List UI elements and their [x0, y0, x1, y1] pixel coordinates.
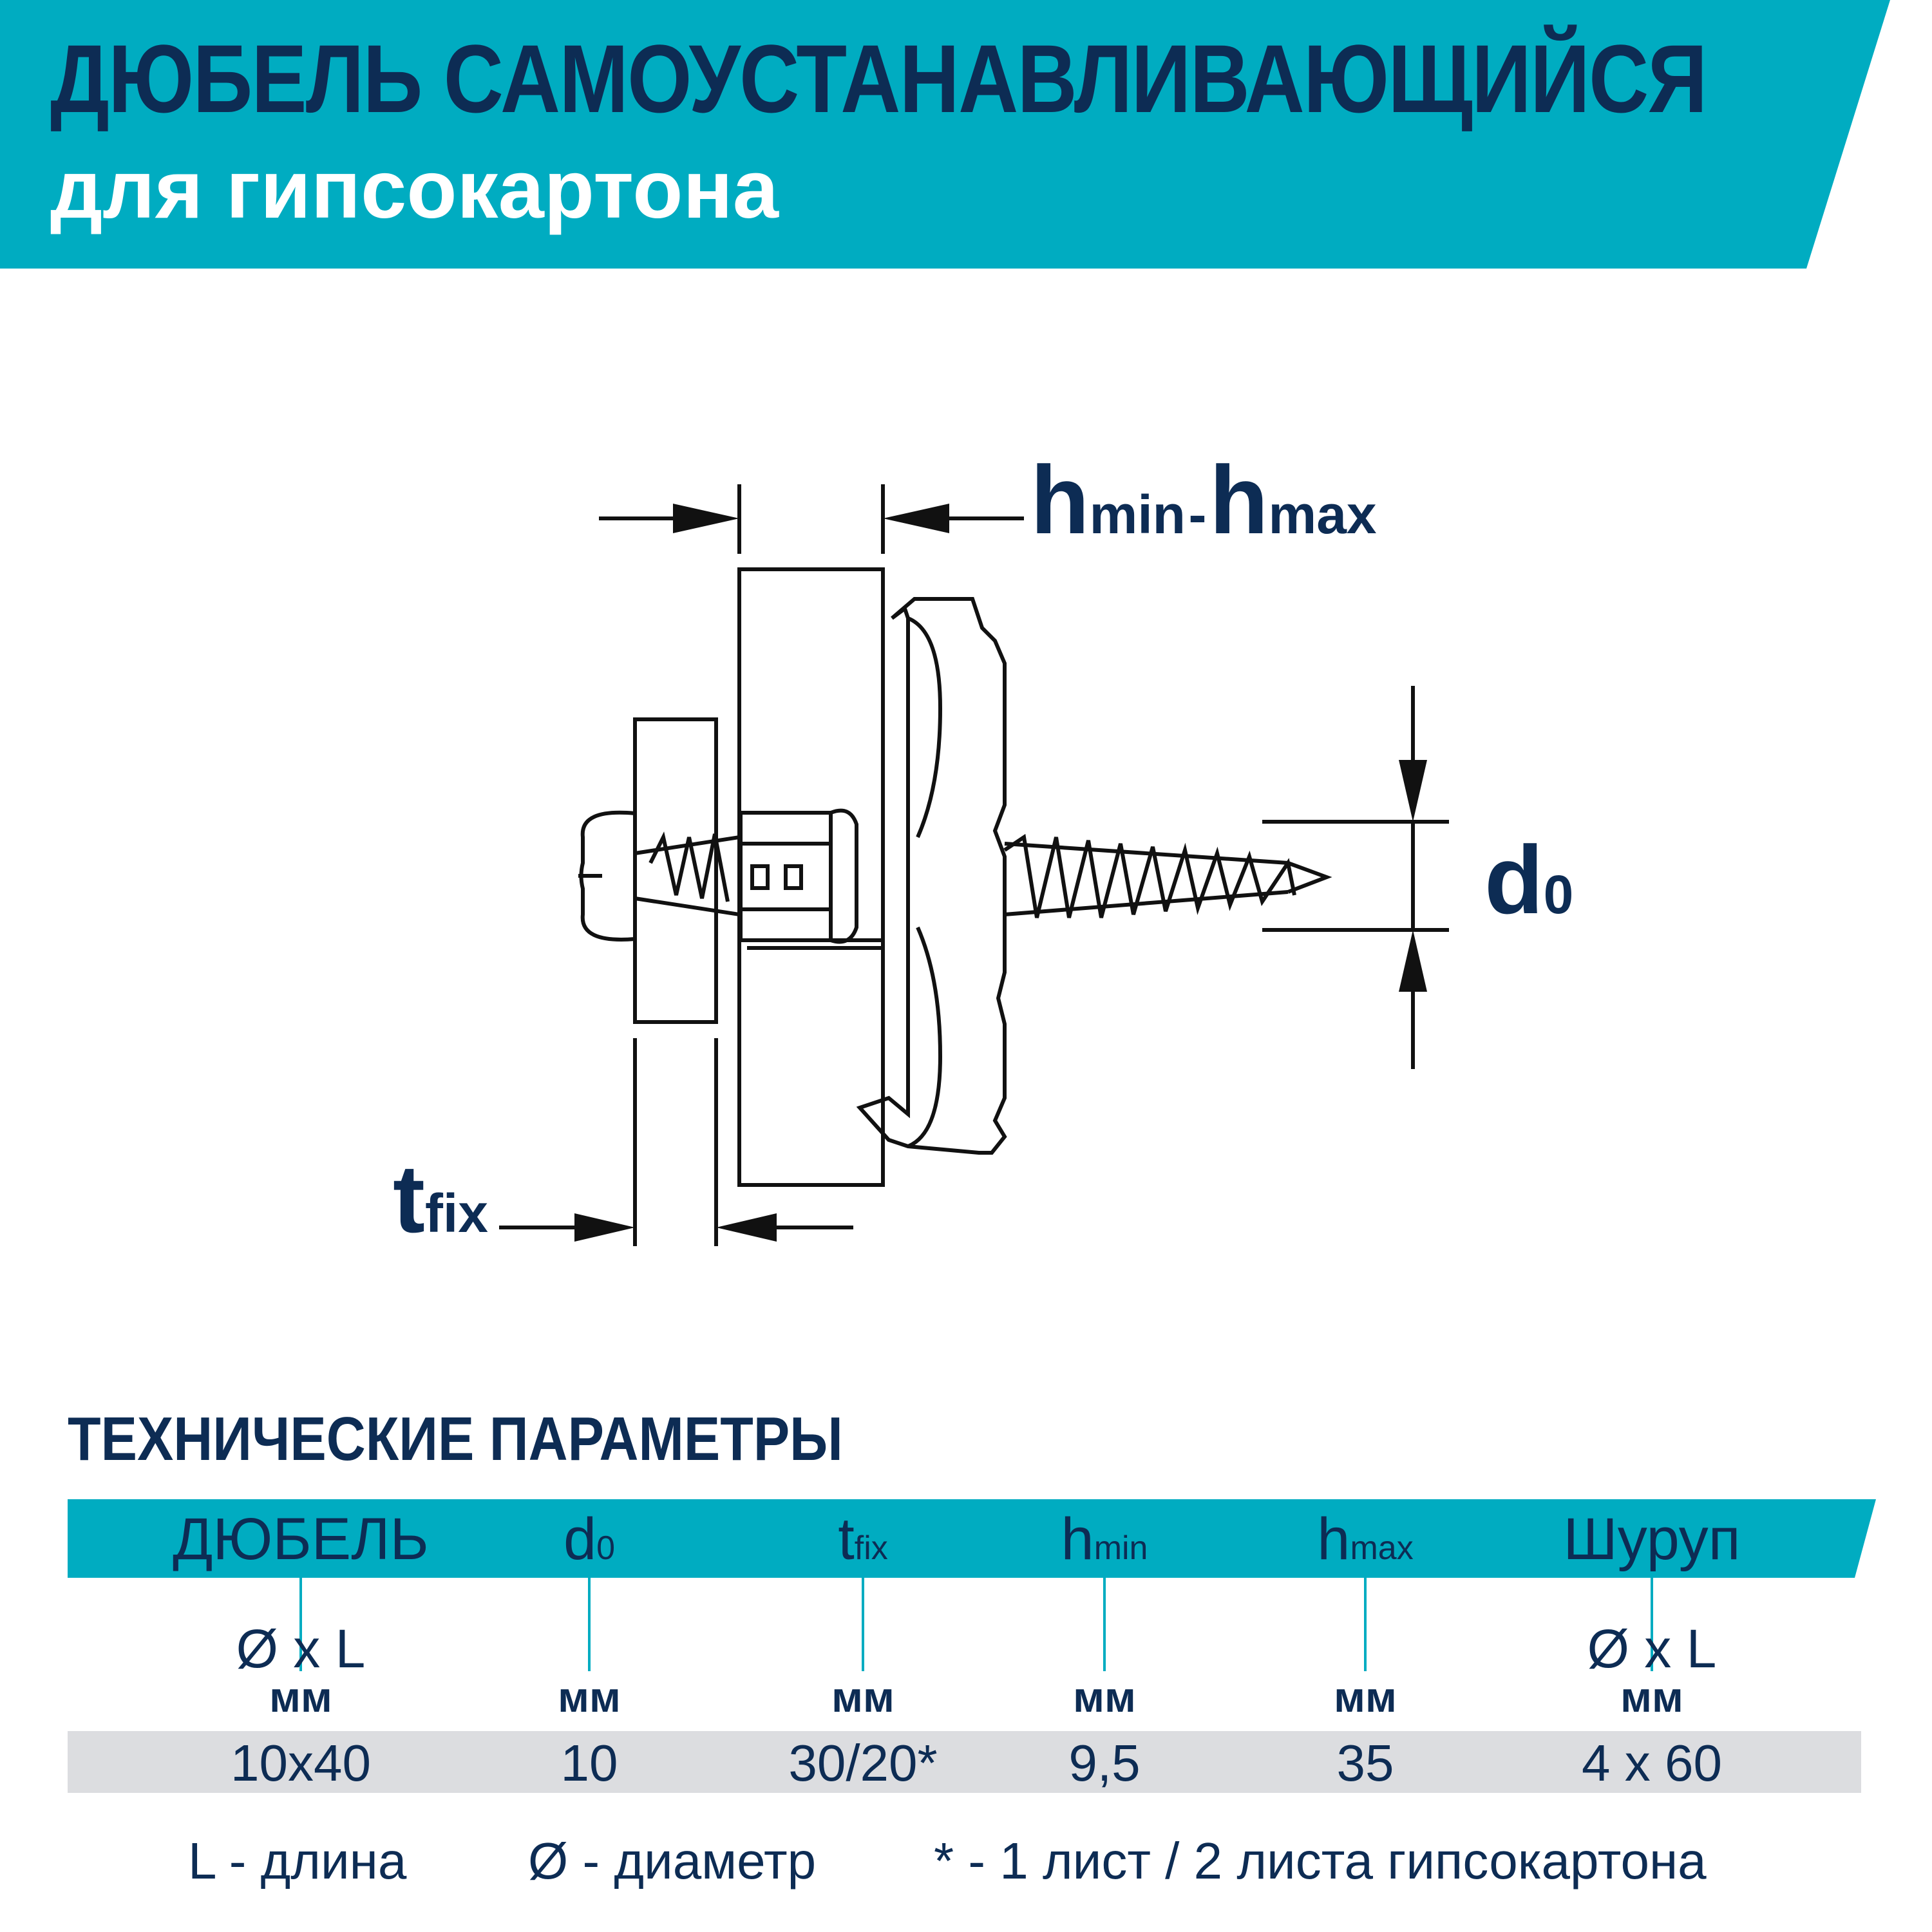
h-dimension [599, 484, 1024, 554]
col-tick [299, 1578, 302, 1671]
legend-diameter: Ø - диаметр [528, 1832, 817, 1889]
col-value: 9,5 [1068, 1734, 1141, 1792]
col-tick [1103, 1578, 1106, 1671]
drywall-board [737, 567, 885, 1187]
hmin-hmax-label: hmin - hmax [1030, 446, 1377, 554]
screw-shank [634, 831, 740, 916]
col-dim: Ø x L [1587, 1618, 1717, 1679]
col-header: Шуруп [1563, 1506, 1741, 1572]
tfix-dimension [499, 1038, 853, 1246]
col-value: 30/20* [788, 1734, 938, 1792]
col-unit: мм [831, 1673, 895, 1721]
col-header: d0 [563, 1506, 616, 1572]
dowel-sleeve [739, 808, 883, 950]
col-value: 35 [1336, 1734, 1394, 1792]
page-subtitle: для гипсокартона [50, 144, 779, 236]
toggle-wing [856, 597, 1007, 1155]
col-tick [862, 1578, 864, 1671]
d0-dimension [1262, 686, 1449, 1069]
col-unit: мм [1073, 1673, 1136, 1721]
col-tick [1651, 1578, 1653, 1671]
col-tick [588, 1578, 591, 1671]
header-banner [0, 0, 1890, 269]
col-value: 10 [560, 1734, 618, 1792]
params-data-row [68, 1731, 1861, 1793]
col-dim: Ø x L [236, 1618, 366, 1679]
col-value: 4 x 60 [1582, 1734, 1722, 1792]
params-title: ТЕХНИЧЕСКИЕ ПАРАМЕТРЫ [68, 1405, 843, 1473]
screw-thread [1003, 833, 1332, 918]
col-unit: мм [1334, 1673, 1397, 1721]
col-unit: мм [558, 1673, 621, 1721]
col-header: ДЮБЕЛЬ [173, 1506, 429, 1572]
d0-label: d0 [1484, 826, 1574, 934]
col-header: hmax [1317, 1506, 1414, 1572]
tfix-label: tfix [393, 1144, 488, 1253]
page-title: ДЮБЕЛЬ САМОУСТАНАВЛИВАЮЩИЙСЯ [50, 24, 1707, 133]
col-tick [1364, 1578, 1367, 1671]
params-header-bar [68, 1499, 1876, 1578]
col-header: hmin [1061, 1506, 1148, 1572]
legend-length: L - длина [188, 1832, 407, 1889]
col-value: 10x40 [231, 1734, 371, 1792]
col-unit: мм [1620, 1673, 1683, 1721]
fixture-plate [633, 717, 718, 1024]
col-unit: мм [269, 1673, 332, 1721]
legend-sheets: * - 1 лист / 2 листа гипсокартона [934, 1832, 1707, 1889]
col-header: tfix [838, 1506, 888, 1572]
